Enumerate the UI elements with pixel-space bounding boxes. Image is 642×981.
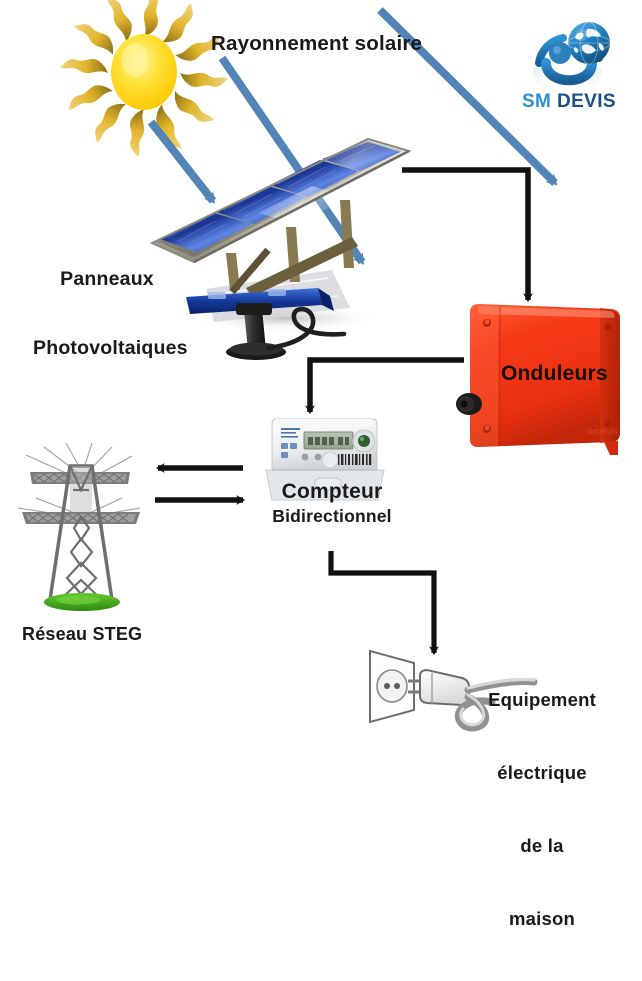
diagram-canvas: SMDEVIS	[17, 0, 625, 929]
logo-reflection-arc	[532, 67, 602, 103]
inverter-icon: SMDEVIS	[456, 304, 620, 455]
sun-icon	[60, 0, 228, 157]
solar-panel-icon	[149, 137, 412, 360]
label-solar-radiation: Rayonnement solaire	[211, 32, 423, 55]
label-equipment-line3: de la	[520, 835, 564, 857]
label-grid: Réseau STEG	[22, 624, 143, 644]
label-equipment-line2: électrique	[497, 762, 587, 784]
logo-head	[549, 42, 571, 64]
electric-meter-icon	[265, 418, 389, 506]
label-meter-line1: Compteur	[281, 480, 383, 503]
arrow-panels-to-inverter	[402, 167, 533, 303]
svg-text:SMDEVIS: SMDEVIS	[586, 429, 618, 436]
logo-arm-left	[535, 34, 567, 67]
transmission-tower-icon	[17, 442, 141, 611]
label-meter-line2: Bidirectionnel	[272, 506, 392, 526]
logo-mark	[532, 21, 611, 103]
diagram-artwork: SMDEVIS	[17, 0, 620, 732]
logo-text-sm: SM	[521, 91, 557, 112]
solar-ray-arrows	[147, 7, 558, 265]
logo: SM DEVIS	[513, 16, 625, 120]
label-equipment: Equipement électrique de la maison	[462, 639, 622, 981]
logo-body	[541, 58, 597, 86]
arrow-meter-to-grid-bidirectional	[155, 463, 246, 505]
arrow-meter-to-equipment	[328, 551, 439, 656]
logo-text: SM DEVIS	[513, 91, 625, 113]
globe-icon	[568, 22, 610, 64]
label-inverter: Onduleurs	[501, 362, 608, 385]
wall-socket-plug-icon	[369, 649, 538, 732]
label-panels-line2: Photovoltaiques	[33, 337, 188, 359]
label-equipment-line1: Equipement	[488, 688, 596, 710]
label-panels-line1: Panneaux	[60, 268, 154, 290]
label-panels: Panneaux Photovoltaiques	[33, 222, 188, 406]
arrow-inverter-to-meter	[305, 357, 464, 415]
label-equipment-line4: maison	[509, 908, 575, 930]
logo-text-devis: DEVIS	[556, 91, 616, 112]
